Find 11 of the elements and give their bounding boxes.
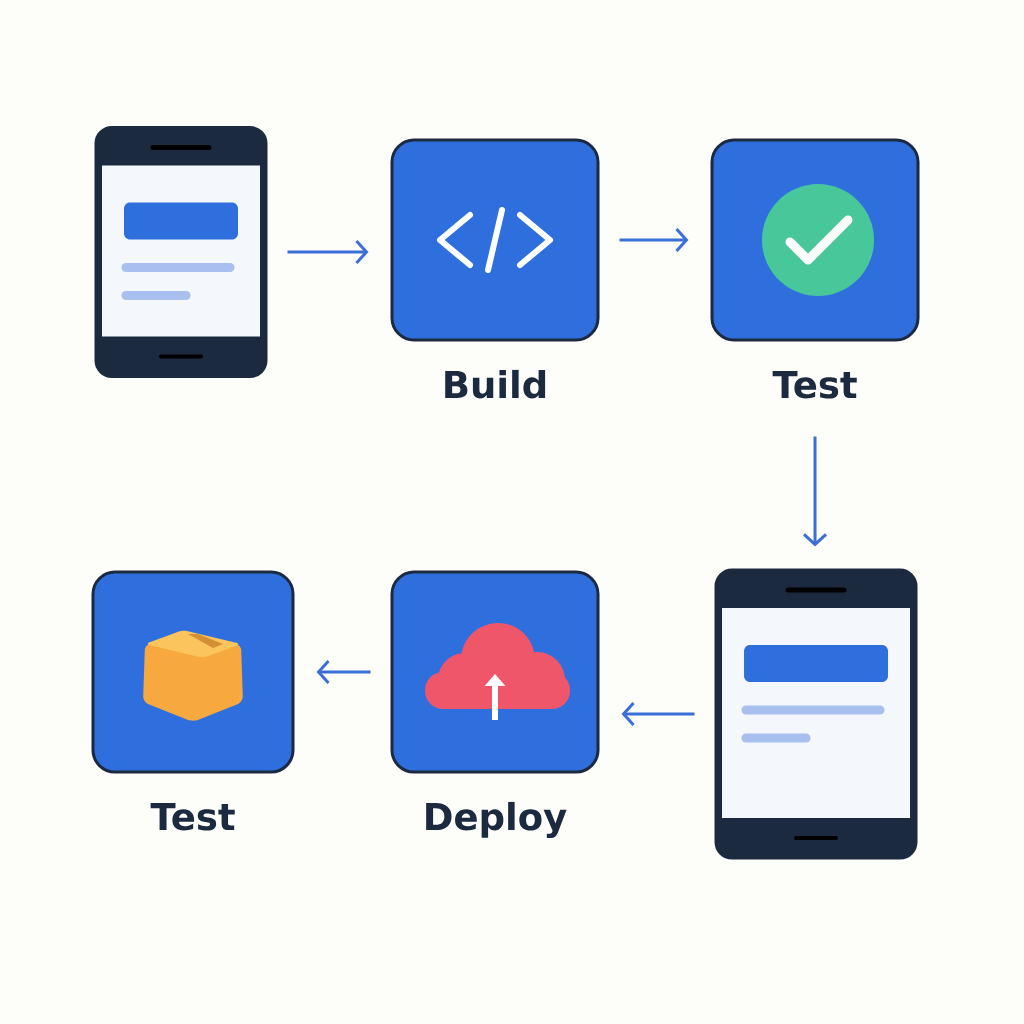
arrow — [619, 228, 689, 252]
phone-drawing — [714, 568, 918, 860]
arrow — [803, 436, 828, 547]
step-label: Test — [150, 803, 235, 831]
step-label: Test — [772, 371, 857, 399]
phone-drawing — [94, 126, 268, 378]
step-label: Build — [445, 369, 546, 399]
step-label: Deploy — [426, 801, 567, 838]
arrow — [621, 702, 695, 726]
arrow — [316, 660, 371, 684]
arrow — [287, 240, 369, 264]
